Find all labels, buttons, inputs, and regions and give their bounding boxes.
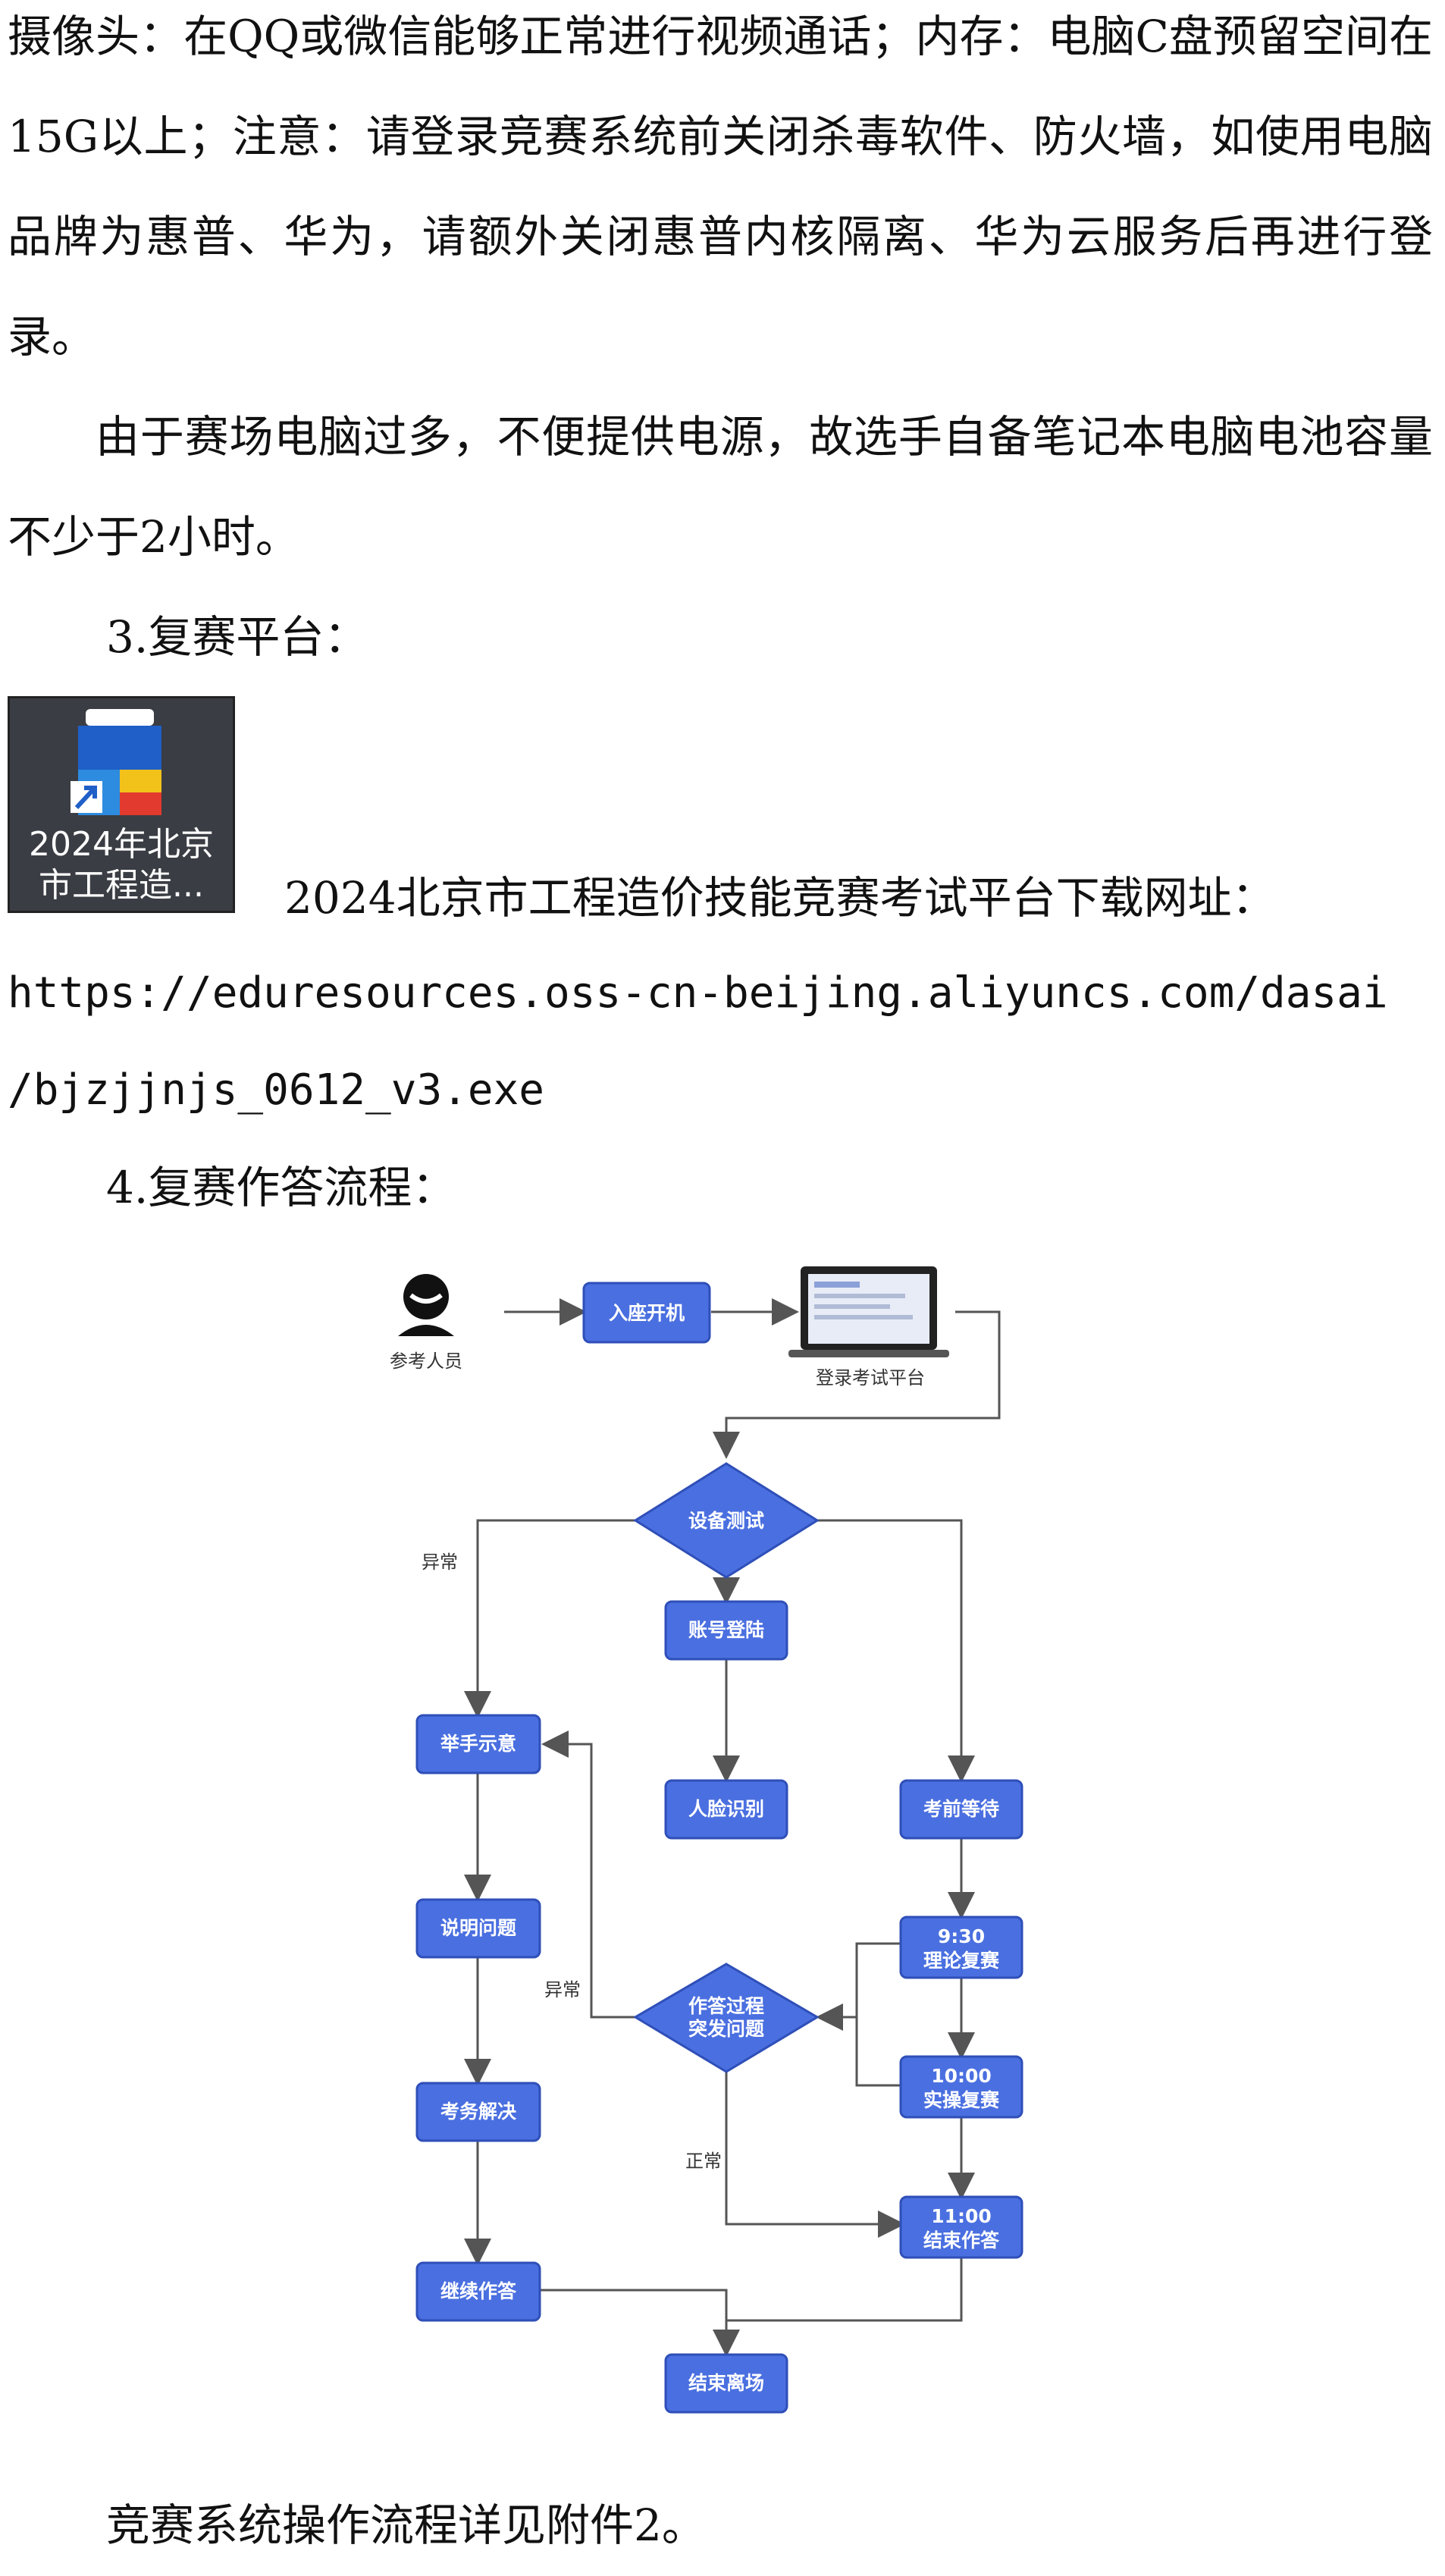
node-end-answer-label: 结束作答 xyxy=(923,2229,1000,2251)
node-face-id: 人脸识别 xyxy=(664,1779,788,1840)
node-face-id-label: 人脸识别 xyxy=(688,1798,764,1820)
node-practice-time: 10:00 xyxy=(931,2065,992,2087)
node-issue-label-1: 作答过程 xyxy=(688,1995,764,2017)
laptop-icon xyxy=(788,1266,949,1357)
node-pre-exam-label: 考前等待 xyxy=(923,1798,999,1820)
paragraph-battery: 由于赛场电脑过多，不便提供电源，故选手自备笔记本电脑电池容量不少于2小时。 xyxy=(8,411,1433,563)
flow-connectors xyxy=(464,1298,1001,2357)
node-account-login: 账号登陆 xyxy=(664,1600,788,1661)
node-resolve-label: 考务解决 xyxy=(440,2101,516,2123)
footer-note: 竞赛系统操作流程详见附件2。 xyxy=(106,2499,706,2551)
app-label-line2: 市工程造... xyxy=(39,866,204,905)
label-login-platform: 登录考试平台 xyxy=(816,1367,925,1388)
download-url-line1[interactable]: https://eduresources.oss-cn-beijing.aliy… xyxy=(8,968,1388,1018)
label-abnormal-2: 异常 xyxy=(544,1979,581,2000)
node-theory-time: 9:30 xyxy=(938,1925,985,1947)
node-raise-hand-label: 举手示意 xyxy=(440,1733,516,1755)
node-practice-label: 实操复赛 xyxy=(923,2089,1000,2111)
node-continue: 继续作答 xyxy=(415,2261,541,2322)
node-seat: 入座开机 xyxy=(582,1282,711,1344)
node-explain: 说明问题 xyxy=(415,1898,541,1959)
node-issue-label-2: 突发问题 xyxy=(688,2018,764,2040)
node-seat-label: 入座开机 xyxy=(609,1302,685,1324)
node-theory: 9:30 理论复赛 xyxy=(899,1916,1023,1979)
label-normal: 正常 xyxy=(685,2151,722,2172)
heading-platform: 3.复赛平台： xyxy=(106,611,368,663)
node-device-test-label: 设备测试 xyxy=(688,1510,764,1532)
app-shortcut-icon[interactable]: 2024年北京 市工程造... xyxy=(8,696,235,913)
node-account-login-label: 账号登陆 xyxy=(688,1619,764,1641)
heading-flow: 4.复赛作答流程： xyxy=(106,1162,456,1213)
label-abnormal-1: 异常 xyxy=(422,1552,458,1573)
paragraph-requirements: 摄像头：在QQ或微信能够正常进行视频通话；内存：电脑C盘预留空间在15G以上；注… xyxy=(8,11,1433,362)
node-pre-exam: 考前等待 xyxy=(899,1779,1023,1840)
person-icon xyxy=(398,1274,454,1336)
download-url-line2[interactable]: /bjzjjnjs_0612_v3.exe xyxy=(8,1065,545,1115)
node-resolve: 考务解决 xyxy=(415,2082,541,2142)
node-continue-label: 继续作答 xyxy=(440,2280,517,2302)
logo-icon xyxy=(71,709,161,815)
node-explain-label: 说明问题 xyxy=(440,1917,516,1939)
node-leave: 结束离场 xyxy=(664,2353,788,2414)
label-candidate: 参考人员 xyxy=(390,1351,462,1372)
node-theory-label: 理论复赛 xyxy=(923,1950,1000,1972)
node-raise-hand: 举手示意 xyxy=(415,1714,541,1774)
node-device-test: 设备测试 xyxy=(633,1462,820,1579)
node-issue: 作答过程 突发问题 xyxy=(633,1963,820,2073)
node-practice: 10:00 实操复赛 xyxy=(899,2055,1023,2119)
download-label: 2024北京市工程造价技能竞赛考试平台下载网址： xyxy=(284,872,1276,924)
flowchart: 参考人员 登录考试平台 入座开机 设备测试 异常 账号登陆 人脸识别 考前等待 … xyxy=(390,1266,1023,2414)
app-label-line1: 2024年北京 xyxy=(29,825,214,864)
node-end-answer: 11:00 结束作答 xyxy=(899,2195,1023,2259)
node-leave-label: 结束离场 xyxy=(688,2372,764,2394)
node-end-time: 11:00 xyxy=(931,2205,992,2227)
